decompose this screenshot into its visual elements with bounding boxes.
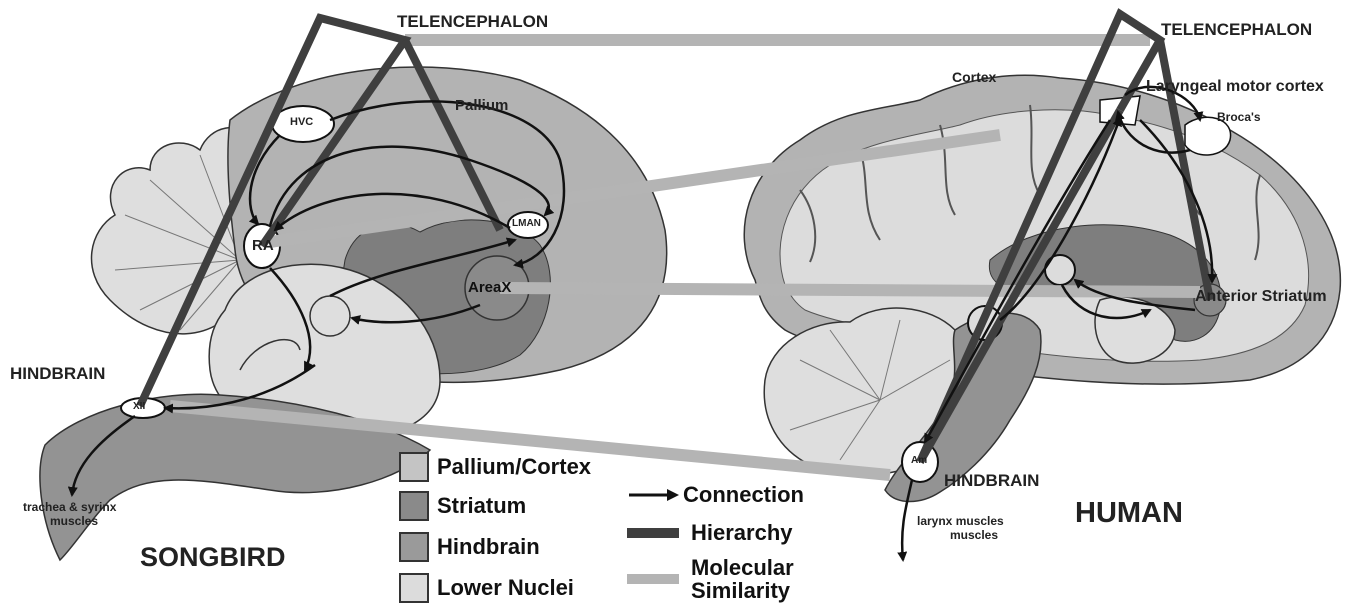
songbird-thalamus-nucleus bbox=[310, 296, 350, 336]
legend-striatum: Striatum bbox=[399, 491, 526, 521]
key-molecular-label: Molecular Similarity bbox=[691, 556, 794, 602]
songbird-muscles-label-1: trachea & syrinx bbox=[23, 501, 116, 513]
anterior-striatum-label: Anterior Striatum bbox=[1195, 289, 1327, 305]
key-molecular-bar bbox=[627, 572, 679, 586]
key-molecular-line-2: Similarity bbox=[691, 579, 794, 602]
key-hierarchy-label: Hierarchy bbox=[691, 521, 793, 544]
key-molecular: Molecular Similarity bbox=[627, 556, 794, 602]
legend-pallium: Pallium/Cortex bbox=[399, 452, 591, 482]
songbird-brain bbox=[40, 67, 667, 560]
legend-hindbrain-label: Hindbrain bbox=[437, 534, 540, 560]
areax-label: AreaX bbox=[468, 280, 511, 295]
legend-lower-nuclei-label: Lower Nuclei bbox=[437, 575, 574, 601]
human-telencephalon-label: TELENCEPHALON bbox=[1161, 21, 1312, 38]
legend-lower-nuclei: Lower Nuclei bbox=[399, 573, 574, 603]
human-muscles-label-2: muscles bbox=[950, 529, 998, 541]
xii-label: XII bbox=[133, 402, 145, 412]
ra-label: RA bbox=[252, 238, 274, 253]
human-muscles-label-1: larynx muscles bbox=[917, 515, 1004, 527]
human-cortex-label: Cortex bbox=[952, 70, 996, 84]
legend-striatum-label: Striatum bbox=[437, 493, 526, 519]
key-molecular-line-1: Molecular bbox=[691, 556, 794, 579]
am-label: Am bbox=[911, 456, 927, 466]
key-hierarchy-bar bbox=[627, 526, 679, 540]
songbird-muscles-label-2: muscles bbox=[50, 515, 98, 527]
broca-label: Broca's bbox=[1217, 111, 1261, 123]
human-title: HUMAN bbox=[1075, 499, 1183, 528]
songbird-hindbrain-label: HINDBRAIN bbox=[10, 365, 105, 382]
human-hindbrain-label: HINDBRAIN bbox=[944, 472, 1039, 489]
key-connection-arrow bbox=[627, 488, 679, 502]
legend-pallium-swatch bbox=[399, 452, 429, 482]
laryngeal-motor-cortex-label: Laryngeal motor cortex bbox=[1146, 79, 1324, 95]
pallium-label: Pallium bbox=[455, 98, 508, 113]
legend-hindbrain: Hindbrain bbox=[399, 532, 540, 562]
legend-pallium-label: Pallium/Cortex bbox=[437, 454, 591, 480]
legend-hindbrain-swatch bbox=[399, 532, 429, 562]
key-hierarchy: Hierarchy bbox=[627, 521, 793, 544]
songbird-title: SONGBIRD bbox=[140, 544, 286, 571]
songbird-telencephalon-label: TELENCEPHALON bbox=[397, 13, 548, 30]
hvc-label: HVC bbox=[290, 117, 313, 128]
legend-striatum-swatch bbox=[399, 491, 429, 521]
lman-label: LMAN bbox=[512, 219, 541, 229]
legend-lower-nuclei-swatch bbox=[399, 573, 429, 603]
key-connection: Connection bbox=[627, 483, 804, 506]
key-connection-label: Connection bbox=[683, 483, 804, 506]
